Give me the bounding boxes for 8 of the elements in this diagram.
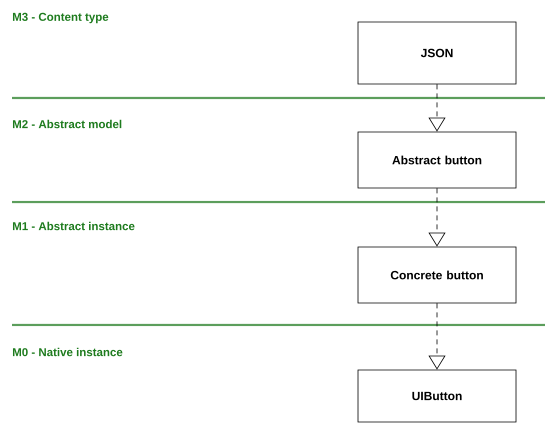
level-label: M3 - Content type — [12, 12, 108, 24]
process-box: Abstract button — [358, 132, 516, 188]
level-label: M1 - Abstract instance — [12, 222, 134, 230]
level-label: M0 - Native instance — [12, 348, 122, 356]
process-box: Concrete button — [358, 246, 516, 304]
process-box: UIButton — [358, 370, 516, 422]
level-label: M2 - Abstract model — [12, 120, 122, 128]
process-box: JSON — [358, 22, 516, 84]
